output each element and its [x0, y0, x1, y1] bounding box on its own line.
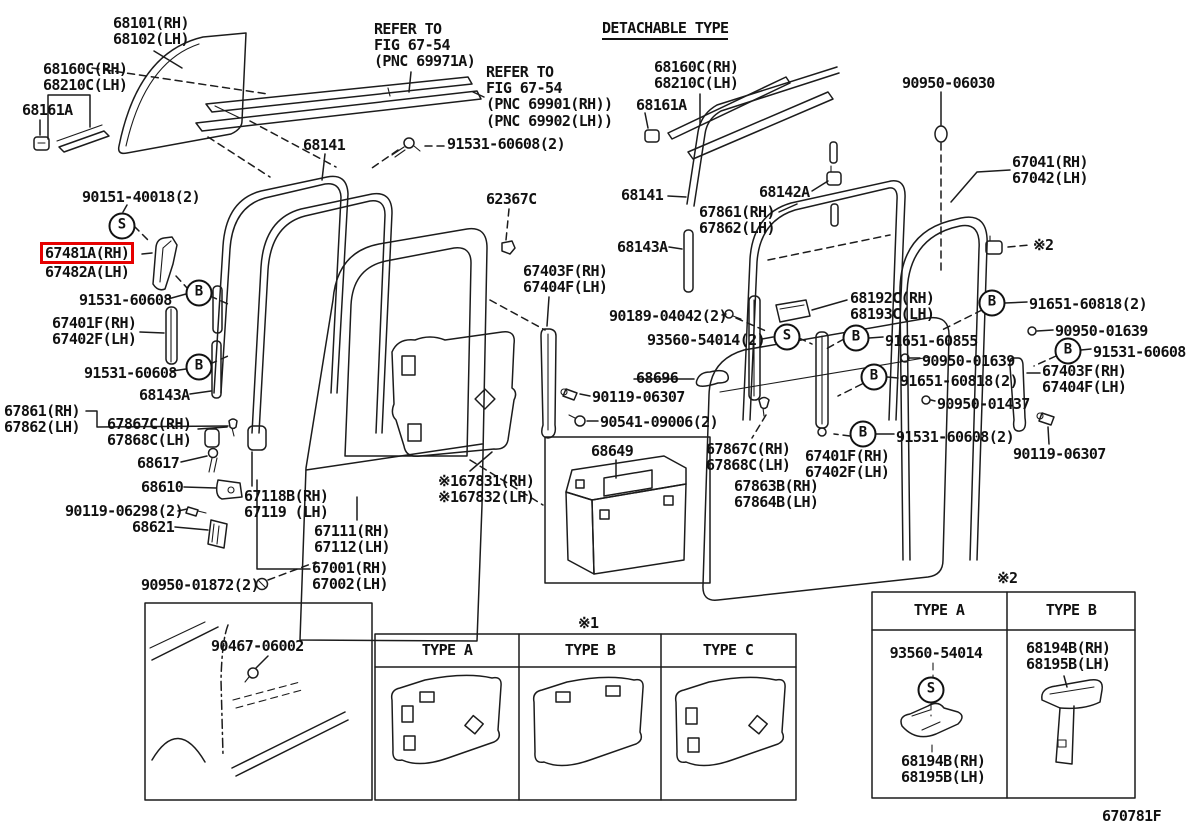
note2-type-b-result: 68194B(RH)68195B(LH)	[1026, 639, 1111, 674]
fastener-marker-b: B	[860, 363, 888, 391]
part-label-90950-06030: 90950-06030	[902, 74, 995, 92]
part-label-67867c-right: 67867C(RH)67868C(LH)	[706, 440, 791, 475]
part-label-68192c: 68192C(RH)68193C(LH)	[850, 289, 935, 324]
part-label-note2-clip: ※2	[1033, 236, 1054, 254]
part-label-68142a: 68142A	[759, 183, 810, 201]
note2-table-header-type-a: TYPE A	[913, 601, 965, 619]
part-label-93560-54014-mid: 93560-54014(2)	[647, 331, 766, 349]
part-label-91651-60855: 91651-60855	[885, 332, 978, 350]
part-label-68160c-left: 68160C(RH)68210C(LH)	[43, 60, 128, 95]
part-label-90189-04042: 90189-04042(2)	[609, 307, 728, 325]
note1-mark: ※1	[578, 614, 599, 632]
part-label-90119-06307-right: 90119-06307	[1013, 445, 1106, 463]
part-label-91531-60608-a: 91531-60608	[79, 291, 172, 309]
note1-table-drawing	[374, 633, 797, 801]
part-label-67401f-right: 67401F(RH)67402F(LH)	[805, 447, 890, 482]
note2-type-a-result-lh: 68195B(LH)	[901, 768, 986, 787]
part-label-91531-60608-d: 91531-60608	[1093, 343, 1186, 361]
note2-type-b-result-lh: 68195B(LH)	[1026, 655, 1111, 674]
part-label-68696: 68696	[636, 369, 679, 387]
part-label-68161a-right: 68161A	[636, 96, 687, 114]
part-label-68161a-left: 68161A	[22, 101, 73, 119]
part-label-67831: ※167831(RH)※167832(LH)	[438, 472, 535, 507]
part-label-doc-number: 670781F	[1102, 807, 1162, 825]
note2-type-a-result-rh: 68194B(RH)	[901, 752, 986, 770]
part-label-67861-right: 67861(RH)67862(LH)	[699, 203, 775, 238]
part-label-67111: 67111(RH)67112(LH)	[314, 522, 390, 557]
part-label-68621: 68621	[132, 518, 175, 536]
part-label-67401f-left: 67401F(RH)67402F(LH)	[52, 314, 137, 349]
part-label-68141-right: 68141	[621, 186, 664, 204]
part-label-90950-01872: 90950-01872(2)	[141, 576, 260, 594]
part-label-90151-40018: 90151-40018(2)	[82, 188, 201, 206]
part-label-90950-01437: 90950-01437	[937, 395, 1030, 413]
fastener-marker-b: B	[978, 289, 1006, 317]
part-label-detachable-type: DETACHABLE TYPE	[602, 20, 729, 41]
part-label-68160c-right: 68160C(RH)68210C(LH)	[654, 58, 739, 93]
part-label-67867c-left: 67867C(RH)67868C(LH)	[107, 415, 192, 450]
part-label-67118b: 67118B(RH)67119 (LH)	[244, 487, 329, 522]
part-label-68617: 68617	[137, 454, 180, 472]
part-label-67403f-mid: 67403F(RH)67404F(LH)	[523, 262, 608, 297]
part-label-90467-06002: 90467-06002	[211, 637, 304, 655]
fastener-marker-s: S	[917, 676, 945, 704]
left-door-drawing	[33, 32, 730, 642]
part-label-67482a: 67482A(LH)	[45, 263, 130, 281]
part-label-68101: 68101(RH)68102(LH)	[113, 14, 189, 49]
part-label-62367c: 62367C	[486, 190, 537, 208]
fastener-marker-b: B	[185, 353, 213, 381]
fastener-marker-b: B	[1054, 337, 1082, 365]
part-label-91651-60818-a: 91651-60818(2)	[1029, 295, 1148, 313]
part-label-67403f-right: 67403F(RH)67404F(LH)	[1042, 362, 1127, 397]
note2-type-a-result: 68194B(RH)68195B(LH)	[901, 752, 986, 787]
part-label-90541-09006: 90541-09006(2)	[600, 413, 719, 431]
part-label-90119-06307-mid: 90119-06307	[592, 388, 685, 406]
part-label-68610: 68610	[141, 478, 184, 496]
note2-type-b-result-rh: 68194B(RH)	[1026, 639, 1111, 657]
part-label-91531-60608-c: 91531-60608(2)	[447, 135, 566, 153]
equipment-box-drawing	[544, 436, 711, 584]
fastener-marker-b: B	[849, 420, 877, 448]
part-label-90119-06298: 90119-06298(2)	[65, 502, 184, 520]
part-label-67863b: 67863B(RH)67864B(LH)	[734, 477, 819, 512]
part-label-90950-01639-a: 90950-01639	[1055, 322, 1148, 340]
note1-table-header-type-b: TYPE B	[564, 641, 616, 659]
fastener-marker-s: S	[108, 212, 136, 240]
right-door-drawing	[644, 66, 1055, 601]
part-label-91531-60608-e: 91531-60608(2)	[896, 428, 1015, 446]
leader-lines	[39, 50, 1092, 570]
part-label-68143a-right: 68143A	[617, 238, 668, 256]
part-label-67001: 67001(RH)67002(LH)	[312, 559, 388, 594]
dashed-leader-lines	[91, 67, 1057, 581]
part-label-67861-left: 67861(RH)67862(LH)	[4, 402, 80, 437]
fastener-marker-s: S	[773, 323, 801, 351]
part-label-68143a-left: 68143A	[139, 386, 190, 404]
part-label-67481a: 67481A(RH)	[40, 242, 135, 265]
note2-mark: ※2	[997, 569, 1018, 587]
note1-table-header-type-c: TYPE C	[702, 641, 754, 659]
note2-table-header-type-b: TYPE B	[1045, 601, 1097, 619]
fastener-marker-b: B	[842, 324, 870, 352]
part-label-90950-01639-b: 90950-01639	[922, 352, 1015, 370]
part-label-91531-60608-b: 91531-60608	[84, 364, 177, 382]
part-label-91651-60818-b: 91651-60818(2)	[900, 372, 1019, 390]
part-label-68141-left: 68141	[303, 136, 346, 154]
note1-table-header-type-a: TYPE A	[421, 641, 473, 659]
part-label-67041: 67041(RH)67042(LH)	[1012, 153, 1088, 188]
fastener-marker-b: B	[185, 279, 213, 307]
note2-type-a-part-number: 93560-54014	[889, 644, 983, 662]
part-label-68649: 68649	[591, 442, 634, 460]
note2-table-drawing	[871, 591, 1136, 799]
body-location-inset	[144, 602, 373, 801]
